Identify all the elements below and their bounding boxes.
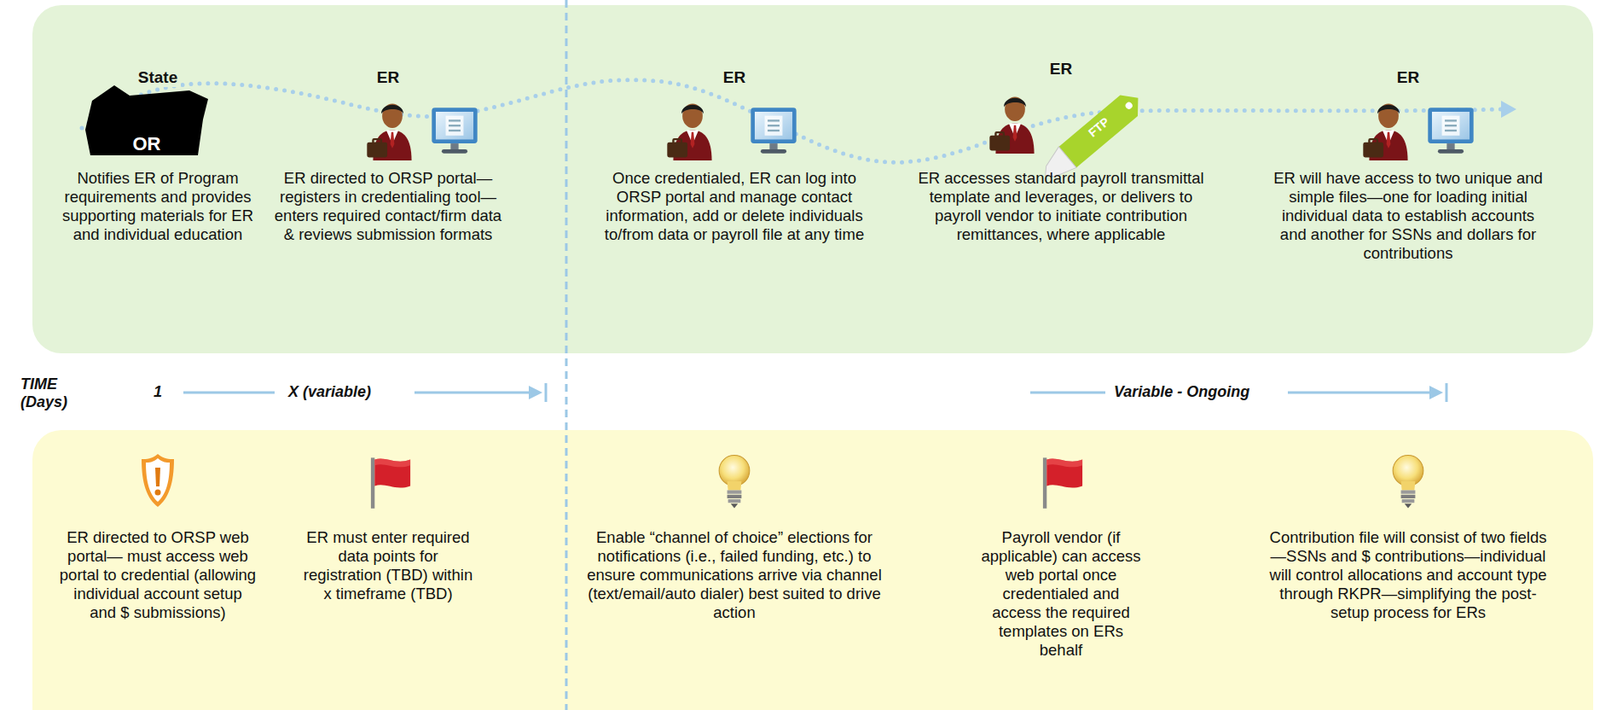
process-step: StateNotifies ER of Program requirements… [58, 68, 257, 244]
step-actor: ER [1046, 59, 1076, 79]
step-actor: ER [719, 68, 749, 87]
note-box: ER must enter required data points for r… [297, 527, 479, 603]
step-text: ER accesses standard payroll transmittal… [915, 168, 1206, 244]
step-text: ER directed to ORSP web portal— must acc… [58, 527, 257, 622]
employer-icon [1362, 104, 1408, 162]
timeline-arrows [183, 382, 1447, 402]
idea-bulb [718, 455, 750, 509]
step-text: ER directed to ORSP portal—registers in … [268, 168, 508, 244]
step-text: Notifies ER of Program requirements and … [58, 168, 257, 244]
note-box: ER directed to ORSP web portal— must acc… [58, 527, 257, 622]
note-box: Enable “channel of choice” elections for… [585, 527, 884, 622]
note-box: Payroll vendor (if applicable) can acces… [977, 527, 1145, 660]
state-abbreviation: OR [133, 133, 162, 156]
note-box: Contribution file will consist of two fi… [1263, 527, 1554, 622]
step-actor: State [134, 68, 181, 87]
flag-icon [1043, 457, 1083, 508]
flag-icon [371, 457, 411, 508]
notes-band [32, 429, 1594, 710]
step-actor: ER [373, 68, 403, 87]
process-step: ER Once credentialed, ER can log into ORS… [599, 68, 870, 244]
flow-arrowhead [1501, 100, 1517, 118]
process-flow-wave [81, 80, 1503, 163]
day-marker: 1 [153, 382, 163, 401]
step-text: Payroll vendor (if applicable) can acces… [977, 527, 1145, 660]
duration-label: X (variable) [288, 382, 372, 401]
step-actor: ER [1393, 68, 1423, 87]
computer-icon [750, 107, 796, 153]
warning-shield [141, 453, 174, 507]
step-text: Enable “channel of choice” elections for… [585, 527, 884, 622]
step-text: ER will have access to two unique and si… [1267, 168, 1549, 263]
employer-icon [666, 104, 712, 162]
phase-divider [565, 0, 569, 710]
steps-band [32, 5, 1594, 354]
step-text: Once credentialed, ER can log into ORSP … [599, 168, 870, 244]
employer-icon [989, 97, 1034, 155]
idea-bulb [1392, 455, 1424, 509]
duration-label: Variable - Ongoing [1113, 382, 1250, 401]
process-step: ER ER directed to ORSP portal—registers i… [268, 68, 508, 244]
time-axis-label: TIME (Days) [20, 375, 89, 412]
computer-icon [431, 107, 477, 153]
process-step: ER ER will have access to two unique and … [1267, 68, 1549, 263]
process-step: ER ER accesses standard payroll transmitt… [915, 59, 1206, 244]
employer-icon [366, 104, 412, 162]
oregon-shape [85, 85, 209, 156]
computer-icon [1427, 107, 1473, 153]
step-text: Contribution file will consist of two fi… [1263, 527, 1554, 622]
step-text: ER must enter required data points for r… [297, 527, 479, 603]
